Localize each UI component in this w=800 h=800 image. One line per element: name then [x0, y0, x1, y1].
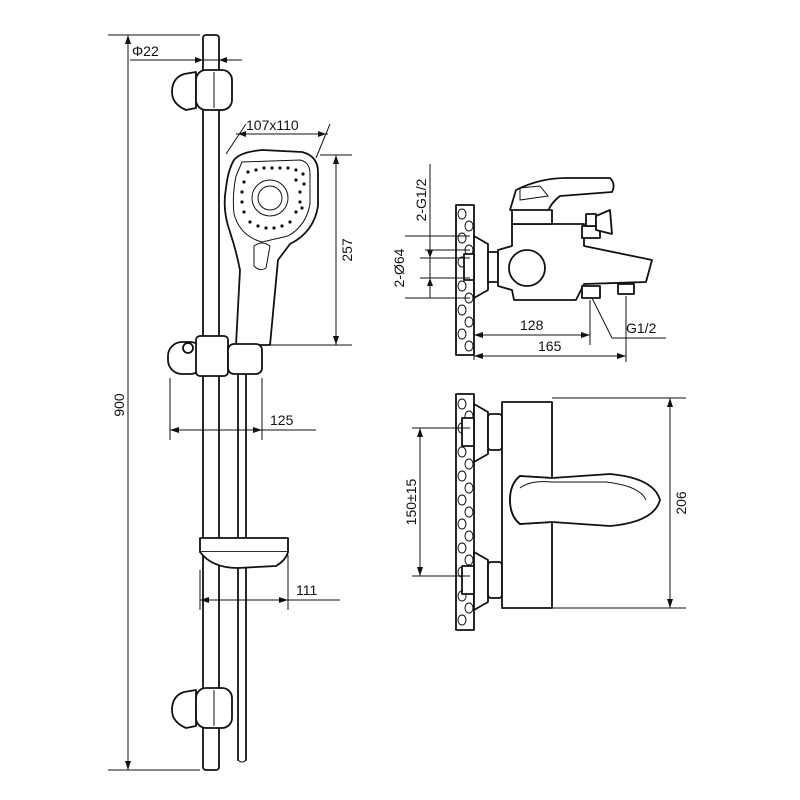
- mixer-side-view: 2-G1/2 2-Ø64 128 165: [391, 164, 666, 362]
- shower-set-view: Φ22 900 107x110 257: [108, 34, 355, 771]
- dim-centers-label: 150±15: [403, 478, 419, 525]
- hand-shower: [223, 149, 319, 346]
- dim-head-length: 257: [262, 154, 355, 346]
- dim-soap-dish-projection: 111: [199, 555, 340, 610]
- top-wall-bracket: [171, 69, 233, 111]
- dim-spout-projection-label: 128: [520, 317, 544, 333]
- dim-height-label: 206: [673, 491, 689, 515]
- dim-rail-length: 900: [108, 34, 200, 771]
- diverter-knob: [581, 209, 613, 239]
- bottom-wall-bracket: [171, 687, 233, 729]
- dim-diverter-thread: G1/2: [591, 297, 666, 339]
- dim-head-size-label: 107x110: [246, 117, 299, 133]
- mode-button: [253, 242, 271, 271]
- dim-outlet-thread: 2-G1/2: [413, 164, 470, 251]
- slide-rail: [202, 34, 220, 771]
- dim-height: 206: [552, 397, 689, 609]
- dim-head-size: 107x110: [225, 117, 331, 159]
- sliding-holder: [167, 335, 263, 377]
- dim-rail-diameter-label: Φ22: [132, 43, 159, 59]
- dim-diverter-thread-label: G1/2: [626, 320, 657, 336]
- dim-outlet-thread-label: 2-G1/2: [413, 178, 429, 221]
- wall-section-front: [455, 393, 475, 631]
- dim-overall-projection: 165: [474, 296, 627, 362]
- mixer-body-side: [497, 223, 653, 301]
- lever-handle-side: [509, 177, 615, 225]
- dim-head-length-label: 257: [339, 238, 355, 262]
- dim-rail-diameter: Φ22: [130, 43, 242, 70]
- mixer-body-front: [501, 401, 661, 609]
- dim-centers: 150±15: [403, 427, 470, 577]
- upper-connector: [461, 403, 503, 463]
- spray-face: [251, 179, 289, 217]
- spray-nozzles: [240, 166, 306, 230]
- dim-soap-dish-projection-label: 111: [296, 582, 317, 598]
- dim-rail-length-label: 900: [111, 393, 127, 417]
- dim-bracket-projection-label: 125: [270, 412, 294, 428]
- dim-spout-projection: 128: [473, 300, 591, 360]
- lower-connector: [461, 551, 503, 611]
- soap-dish: [199, 537, 289, 569]
- dim-escutcheon: 2-Ø64: [391, 235, 470, 299]
- dim-overall-projection-label: 165: [538, 338, 562, 354]
- mixer-front-view: 150±15 206: [403, 393, 689, 631]
- dim-bracket-projection: 125: [169, 378, 316, 440]
- escutcheon-side: [463, 235, 499, 299]
- dim-escutcheon-label: 2-Ø64: [391, 248, 407, 287]
